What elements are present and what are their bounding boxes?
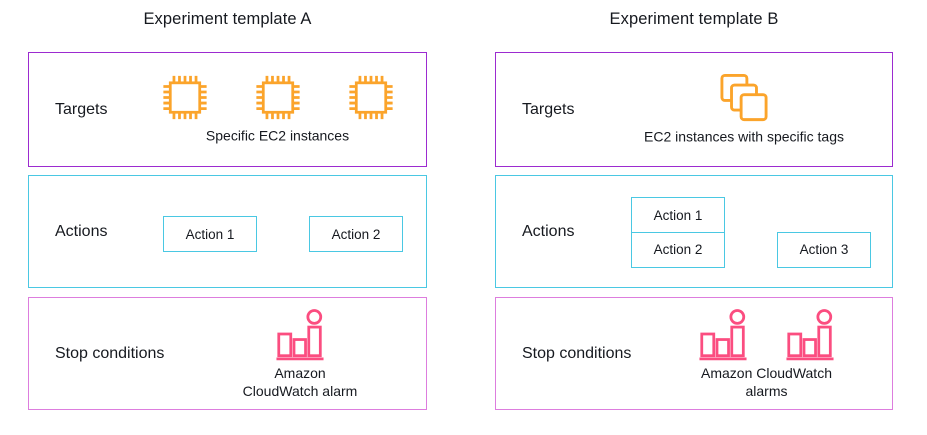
ec2-instance-icon <box>348 75 393 119</box>
action-box: Action 2 <box>309 216 403 252</box>
ec2-instance-icon <box>255 75 300 119</box>
template-a-stop-conditions-label: Stop conditions <box>55 344 165 362</box>
action-box: Action 3 <box>777 231 871 268</box>
cloudwatch-alarm-icon <box>786 309 834 361</box>
template-b-actions-box: Actions Action 1 Action 2 Action 3 <box>495 175 893 288</box>
template-b-stop-conditions-caption: Amazon CloudWatch alarms <box>701 365 832 399</box>
tagged-instances-icon-row <box>720 73 768 121</box>
template-b-stop-conditions-content: Amazon CloudWatch alarms <box>641 307 892 401</box>
template-a-stop-conditions-box: Stop conditions Amazon CloudWatch alarm <box>28 297 427 410</box>
template-a-title: Experiment template A <box>143 10 312 28</box>
template-a-targets-box: Targets <box>28 52 427 167</box>
action-box: Action 2 <box>631 231 725 268</box>
template-a-targets-content: Specific EC2 instances <box>129 74 426 145</box>
template-b-title: Experiment template B <box>609 10 779 28</box>
template-a-actions-label: Actions <box>55 222 108 240</box>
template-b-targets-label: Targets <box>522 100 575 118</box>
template-a-targets-caption: Specific EC2 instances <box>205 127 350 144</box>
cloudwatch-alarm-icon <box>276 309 324 361</box>
template-b-targets-caption: EC2 instances with specific tags <box>644 128 844 145</box>
ec2-instance-icon <box>162 75 207 119</box>
cloudwatch-alarms-icon-row <box>699 307 834 361</box>
ec2-instances-icon-row <box>162 74 394 120</box>
action-box: Action 1 <box>631 197 725 233</box>
action-box: Action 1 <box>163 216 257 252</box>
template-a-targets-label: Targets <box>55 100 108 118</box>
template-b-stop-conditions-label: Stop conditions <box>522 344 632 362</box>
template-a-actions-box: Actions Action 1 Action 2 <box>28 175 427 288</box>
template-b-targets-box: Targets EC2 instances with specific tags <box>495 52 893 167</box>
cloudwatch-alarm-icon-row <box>276 307 324 361</box>
template-b-targets-content: EC2 instances with specific tags <box>596 73 892 146</box>
template-b-actions-label: Actions <box>522 222 575 240</box>
template-a-stop-conditions-content: Amazon CloudWatch alarm <box>174 307 426 401</box>
ec2-tagged-instances-icon <box>720 73 768 121</box>
template-b-column: Experiment template B Targets EC2 instan… <box>495 0 893 435</box>
cloudwatch-alarm-icon <box>699 309 747 361</box>
template-b-stop-conditions-box: Stop conditions Amazon CloudWa <box>495 297 893 410</box>
template-a-column: Experiment template A Targets <box>28 0 427 435</box>
template-a-stop-conditions-caption: Amazon CloudWatch alarm <box>242 365 358 399</box>
